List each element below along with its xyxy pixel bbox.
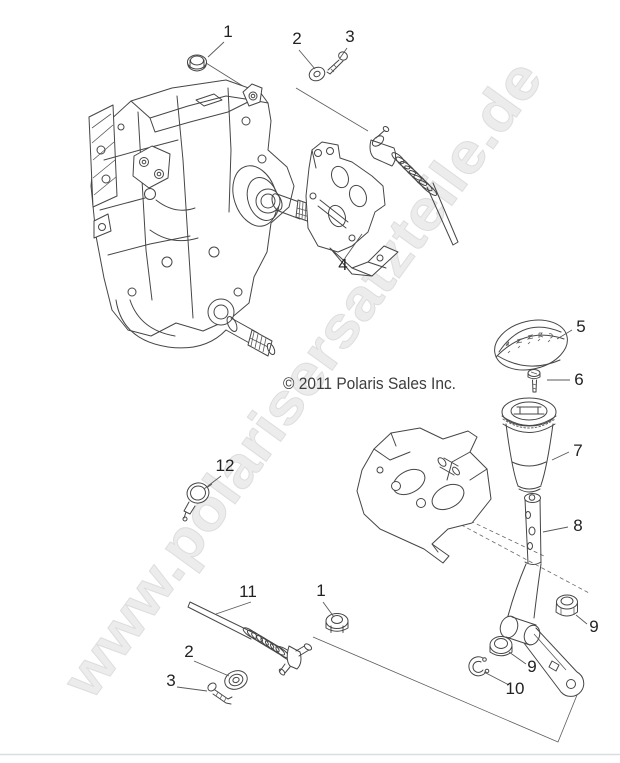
callout-label-2: 2 (292, 29, 301, 48)
callout-label-1: 1 (223, 22, 232, 41)
bushing-b-drawing (489, 636, 513, 657)
callout-label-11: 11 (239, 582, 257, 601)
callout-leader-4 (344, 233, 363, 259)
callout-label-9: 9 (527, 657, 536, 676)
callout-leader-3 (339, 47, 348, 59)
callout-label-7: 7 (573, 441, 582, 460)
callout-leader-3 (176, 686, 208, 692)
copyright-text: © 2011 Polaris Sales Inc. (283, 374, 456, 393)
callout-leader-2 (298, 49, 316, 70)
bracket-drawing (305, 141, 399, 277)
flange-nut-lower-drawing (325, 613, 349, 633)
callout-label-9: 9 (589, 617, 598, 636)
bracket-foot (329, 245, 399, 277)
callout-leader-1 (207, 41, 225, 58)
cotter-pin-lower-drawing (207, 682, 233, 705)
callout-leader-8 (542, 526, 569, 533)
shift-knob-drawing (501, 397, 557, 493)
gearbox-drawing (88, 79, 315, 357)
callout-label-12: 12 (216, 456, 235, 475)
callout-leader-9 (508, 651, 527, 665)
callout-leader-10 (483, 671, 510, 686)
callout-leader-2 (193, 660, 230, 677)
callout-leader-7 (551, 451, 570, 461)
washer-lower-drawing (224, 670, 248, 690)
flange-nut-upper-drawing (187, 54, 207, 72)
callout-label-2: 2 (184, 642, 193, 661)
e-clip-drawing (468, 656, 490, 677)
bolt-pin (437, 457, 447, 467)
shift-cable-upper-drawing (369, 125, 459, 246)
callout-label-8: 8 (573, 516, 582, 535)
callout-leader-5 (556, 329, 573, 340)
callout-label-5: 5 (576, 317, 585, 336)
callout-leader-11 (215, 601, 252, 615)
callout-label-4: 4 (338, 255, 347, 274)
callout-leader-9 (575, 614, 588, 625)
washer-upper-drawing (308, 66, 326, 82)
shift-lever-drawing (499, 493, 585, 697)
callout-label-6: 6 (574, 370, 583, 389)
callout-leader-12 (203, 475, 222, 490)
clamp-drawing (182, 482, 213, 522)
callout-leader-1 (322, 601, 335, 618)
screw-drawing (527, 369, 541, 393)
callout-label-10: 10 (506, 679, 525, 698)
callout-label-3: 3 (345, 27, 354, 46)
cotter-pin-upper-drawing (326, 51, 348, 75)
callout-label-1: 1 (316, 581, 325, 600)
bushing-a-drawing (555, 594, 578, 617)
shift-cable-lower-drawing (187, 601, 313, 676)
callout-label-3: 3 (166, 671, 175, 690)
shift-knob-cap-drawing (494, 319, 568, 371)
mount-lug (242, 83, 263, 107)
gear-indicator-marks (505, 332, 553, 354)
mount-bracket-drawing (356, 427, 492, 564)
